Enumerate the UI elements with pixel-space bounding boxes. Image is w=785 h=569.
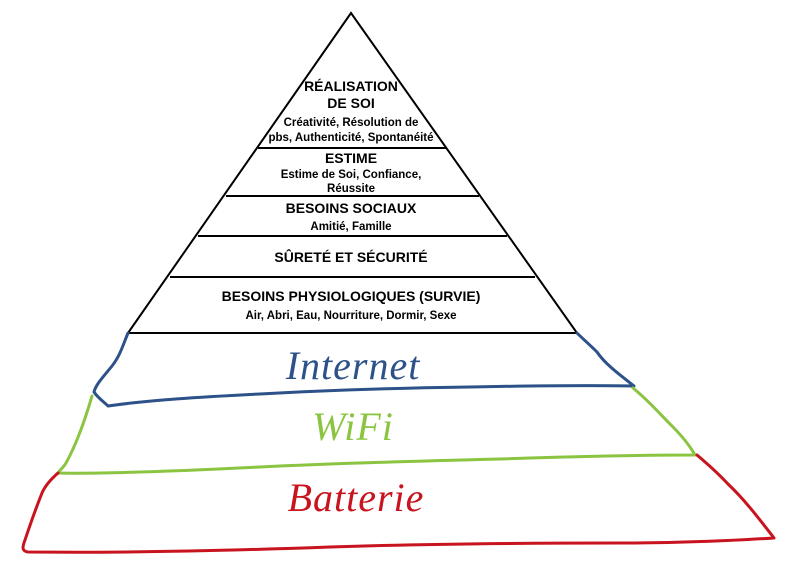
battery-layer: Batterie [21,453,776,554]
level-description: Amitié, Famille [310,221,391,233]
level-description: Réussite [327,183,375,195]
level-title: RÉALISATION [304,78,398,94]
level-title: BESOINS PHYSIOLOGIQUES (SURVIE) [222,288,481,304]
level-esteem: ESTIME Estime de Soi, Confiance, Réussit… [281,150,422,195]
internet-label: Internet [285,343,421,388]
level-safety: SÛRETÉ ET SÉCURITÉ [274,248,427,265]
battery-layer-outline [21,453,776,554]
wifi-layer-outline [56,386,697,475]
level-description: pbs, Authenticité, Spontanéité [268,132,433,144]
wifi-layer: WiFi [56,386,697,475]
level-physiological: BESOINS PHYSIOLOGIQUES (SURVIE) Air, Abr… [222,288,481,322]
level-title: SÛRETÉ ET SÉCURITÉ [274,248,427,265]
level-title: DE SOI [327,95,374,111]
level-description: Air, Abri, Eau, Nourriture, Dormir, Sexe [245,310,456,322]
level-title: ESTIME [325,150,377,166]
level-title: BESOINS SOCIAUX [286,200,417,216]
level-self-actualization: RÉALISATION DE SOI Créativité, Résolutio… [268,78,433,144]
internet-layer: Internet [92,331,636,408]
battery-label: Batterie [288,475,425,520]
level-description: Créativité, Résolution de [284,117,419,129]
level-social: BESOINS SOCIAUX Amitié, Famille [286,200,417,233]
level-description: Estime de Soi, Confiance, [281,169,422,181]
wifi-label: WiFi [312,404,394,449]
internet-layer-outline [92,331,636,408]
pyramid [126,11,579,334]
pyramid-outline [126,11,579,334]
